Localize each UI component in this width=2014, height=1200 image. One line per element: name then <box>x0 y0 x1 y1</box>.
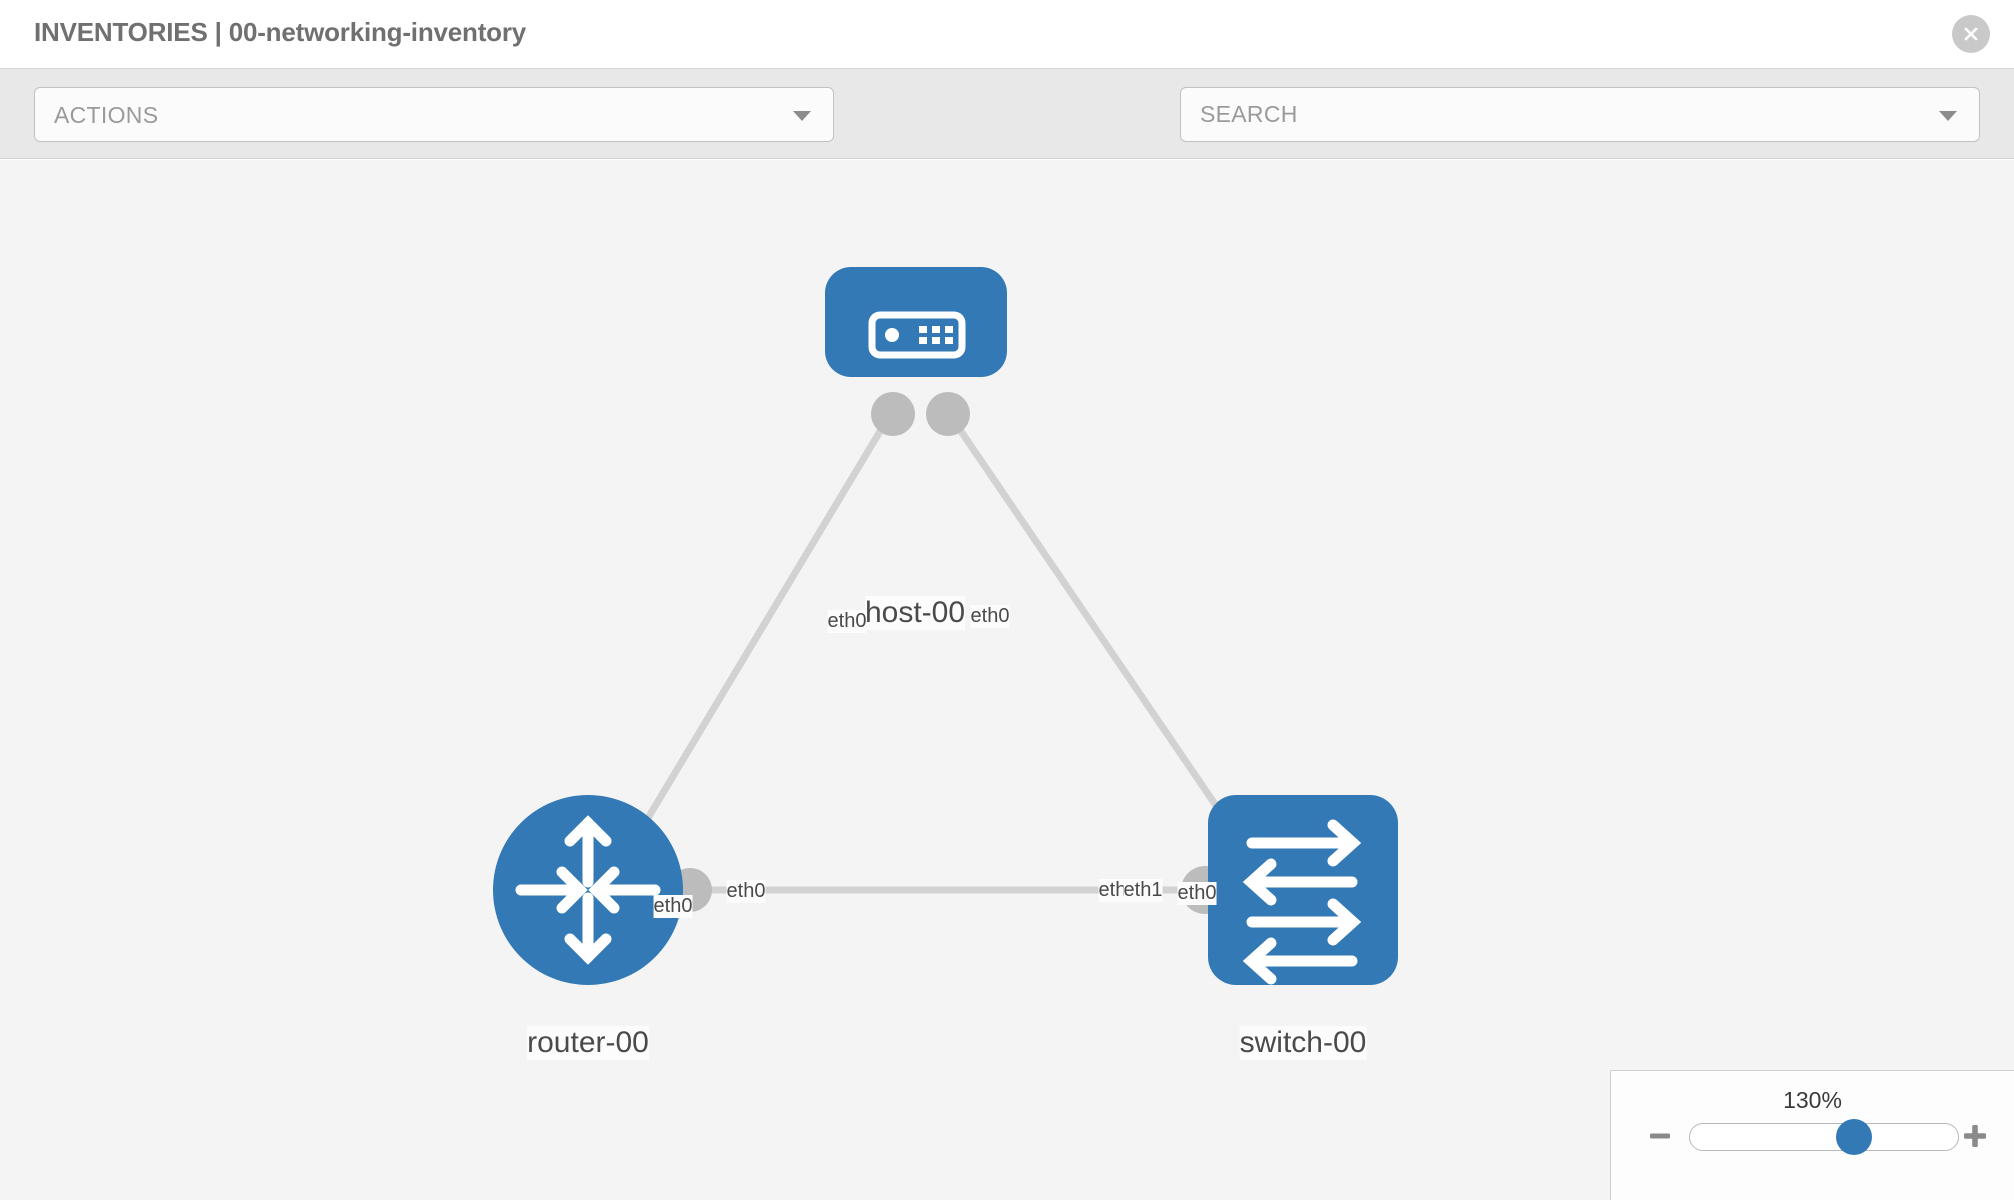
actions-dropdown-label: ACTIONS <box>54 102 159 128</box>
zoom-out-button[interactable] <box>1643 1119 1677 1153</box>
iface-label-switch00-uplink: eth0 <box>1177 882 1217 905</box>
zoom-slider-thumb[interactable] <box>1836 1119 1873 1155</box>
node-label-switch-00: switch-00 <box>1239 1026 1367 1060</box>
node-switch-00[interactable] <box>1208 795 1398 985</box>
toolbar: ACTIONS <box>0 69 2014 195</box>
page-title: INVENTORIES | 00-networking-inventory <box>34 17 527 47</box>
link-host00-router00[interactable] <box>626 416 892 850</box>
chevron-down-icon[interactable] <box>1939 111 1957 121</box>
iface-label-router00-uplink: eth0 <box>653 895 693 918</box>
close-icon <box>1964 27 1978 41</box>
iface-label-switch00-eth1: eth1 <box>1123 879 1163 902</box>
topology-canvas[interactable]: host-00 router-00 switch-00 eth0 eth0 et… <box>0 160 2014 1200</box>
iface-label-host00-right: eth0 <box>970 605 1010 628</box>
node-label-host-00: host-00 <box>864 596 966 630</box>
interface-dot-host00-right[interactable] <box>926 392 970 436</box>
close-button[interactable] <box>1952 15 1990 53</box>
iface-label-host00-left: eth0 <box>827 610 867 633</box>
zoom-level-label: 130% <box>1783 1087 1842 1113</box>
node-label-router-00: router-00 <box>527 1026 649 1060</box>
topology-links <box>626 416 1241 894</box>
zoom-control-panel: 130% <box>1610 1070 2014 1200</box>
chevron-down-icon <box>793 111 811 121</box>
plus-icon <box>1964 1125 1986 1147</box>
interface-dot-host00-left[interactable] <box>871 392 915 436</box>
actions-dropdown[interactable]: ACTIONS <box>34 87 834 142</box>
minus-icon <box>1650 1133 1670 1139</box>
interface-dots <box>668 392 1261 914</box>
switch-arrows-icon <box>1242 819 1362 985</box>
host-node-body[interactable] <box>825 267 1007 377</box>
topology-graph <box>493 267 1398 985</box>
search-input[interactable] <box>1200 88 1920 141</box>
search-field-wrapper[interactable] <box>1180 87 1980 142</box>
server-icon <box>868 311 966 359</box>
zoom-in-button[interactable] <box>1958 1119 1992 1153</box>
node-router-00[interactable] <box>493 795 683 985</box>
router-arrows-icon <box>515 815 661 965</box>
router-node-body[interactable] <box>493 795 683 985</box>
page-header: INVENTORIES | 00-networking-inventory <box>0 0 2014 69</box>
zoom-slider[interactable] <box>1689 1119 1959 1155</box>
node-host-00[interactable] <box>825 267 1007 377</box>
iface-label-router00-eth0: eth0 <box>726 880 766 903</box>
link-host00-switch00[interactable] <box>949 416 1241 840</box>
